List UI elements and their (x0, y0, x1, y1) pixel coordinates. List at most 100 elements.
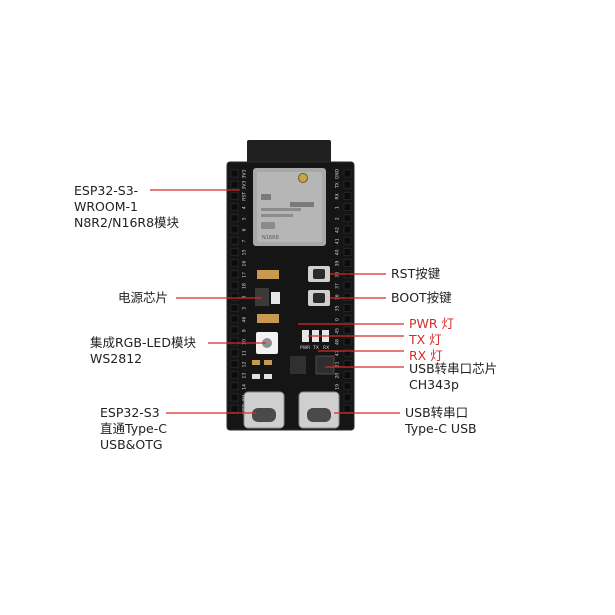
callout-uart-chip-line-1: USB转串口芯片 (409, 361, 498, 376)
left-pin-label: 12 (242, 361, 248, 367)
left-pin (230, 304, 239, 312)
right-pin (343, 382, 352, 391)
callout-uart-chip-line-2: CH343p (409, 377, 459, 392)
right-pin-label: 36 (335, 294, 341, 300)
right-pin-label: 42 (335, 227, 341, 233)
left-pin (230, 169, 239, 178)
left-pin (230, 326, 239, 335)
module-text-mark (261, 208, 301, 211)
callout-uart-chip: USB转串口芯片 CH343p (409, 361, 497, 393)
left-pin-label: 9 (242, 329, 248, 332)
module-text-mark-2 (261, 214, 293, 217)
right-pin (343, 214, 352, 223)
callout-rgb-led: 集成RGB-LED模块 WS2812 (90, 335, 196, 367)
left-pin-label: 5 (242, 217, 248, 220)
left-pin-label: 4 (242, 206, 248, 209)
right-pin (343, 337, 352, 346)
callout-usb-otg-line-1: ESP32-S3 (100, 405, 160, 420)
rgb-led (256, 332, 278, 354)
module-logo-mark (261, 194, 271, 200)
left-pin-label: 10 (242, 339, 248, 345)
left-pin (230, 270, 239, 279)
callout-module-line-3: N8R2/N16R8模块 (74, 215, 180, 230)
callout-led-tx: TX 灯 (409, 332, 442, 347)
module-antenna (247, 140, 331, 168)
left-pin (230, 292, 239, 301)
left-pin-label: 3 (242, 307, 248, 310)
left-pin-label: 3V3 (242, 181, 248, 190)
callout-rgb-led-line-2: WS2812 (90, 351, 143, 366)
right-pin (343, 404, 352, 413)
left-pin-label: 18 (242, 283, 248, 289)
right-pin-label: 35 (335, 305, 341, 311)
right-pin-label: 38 (335, 272, 341, 278)
right-pin-label: 39 (335, 261, 341, 267)
right-pin (343, 248, 352, 256)
callout-power-chip-line-1: 电源芯片 (118, 290, 169, 305)
usb-c-port-uart (298, 391, 340, 429)
usb-c-port-otg (243, 391, 285, 429)
right-pin-label: 2 (335, 217, 341, 220)
right-pin-header (343, 169, 352, 413)
left-pin (230, 382, 239, 391)
callout-module-line-2: WROOM-1 (74, 199, 138, 214)
right-pin-label: 40 (335, 249, 341, 255)
left-pin (230, 393, 239, 402)
callout-uart-usb-line-1: USB转串口 (405, 405, 469, 420)
boot-button (308, 290, 330, 306)
left-pin-label: 13 (242, 373, 248, 379)
callout-power-chip: 电源芯片 (118, 290, 168, 306)
callout-boot-line-1: BOOT按键 (391, 290, 452, 305)
callout-uart-usb-line-2: Type-C USB (405, 421, 477, 436)
right-pin (343, 203, 352, 211)
left-pin-label: 8 (242, 296, 248, 299)
leader-lines (150, 189, 404, 414)
right-pin (343, 304, 352, 312)
callout-led-pwr: PWR 灯 (409, 316, 455, 331)
antenna-connector (298, 173, 308, 183)
right-pin (343, 315, 352, 323)
right-pin-label: 48 (335, 339, 341, 345)
right-pin-label: 41 (335, 238, 341, 244)
left-pin (230, 248, 239, 256)
status-leds: PWR TX RX (300, 330, 329, 351)
module-wifi-mark (290, 202, 314, 207)
right-pin (343, 393, 352, 402)
right-pin (343, 292, 352, 301)
right-pin (343, 326, 352, 335)
left-pin-label: 17 (242, 272, 248, 278)
led-label-pwr: PWR (300, 345, 310, 351)
right-pin-label: 21 (335, 361, 341, 367)
left-pin-label: 6 (242, 228, 248, 231)
left-pin (230, 180, 239, 189)
right-pin (343, 180, 352, 189)
callout-uart-usb: USB转串口 Type-C USB (405, 405, 477, 437)
module-marking: N16R8 (262, 235, 279, 241)
callout-rst-line-1: RST按键 (391, 266, 441, 281)
left-pin-label: 7 (242, 240, 248, 243)
right-pin (343, 259, 352, 267)
right-pin-label: 45 (335, 328, 341, 334)
power-chip (255, 270, 280, 323)
callout-led-rx: RX 灯 (409, 348, 443, 363)
left-pin-label: RST (242, 192, 248, 201)
right-pin-label: 1 (335, 206, 341, 209)
left-pin-label: 46 (242, 317, 248, 323)
module-ce-mark (261, 222, 275, 229)
callout-leds: PWR 灯 TX 灯 RX 灯 (409, 316, 454, 364)
callout-module-line-1: ESP32-S3- (74, 183, 139, 198)
left-pin (230, 192, 239, 200)
callout-rgb-led-line-1: 集成RGB-LED模块 (90, 335, 196, 350)
right-pin (343, 281, 352, 290)
left-pin (230, 225, 239, 234)
left-pin (230, 360, 239, 368)
left-pin (230, 337, 239, 346)
left-pin (230, 315, 239, 323)
right-pin-label: TX (335, 182, 341, 189)
left-pin-label: 11 (242, 350, 248, 356)
left-pin-label: 14 (242, 384, 248, 390)
left-pin (230, 203, 239, 211)
callout-usb-otg-line-3: USB&OTG (100, 437, 163, 452)
right-pin (343, 225, 352, 234)
